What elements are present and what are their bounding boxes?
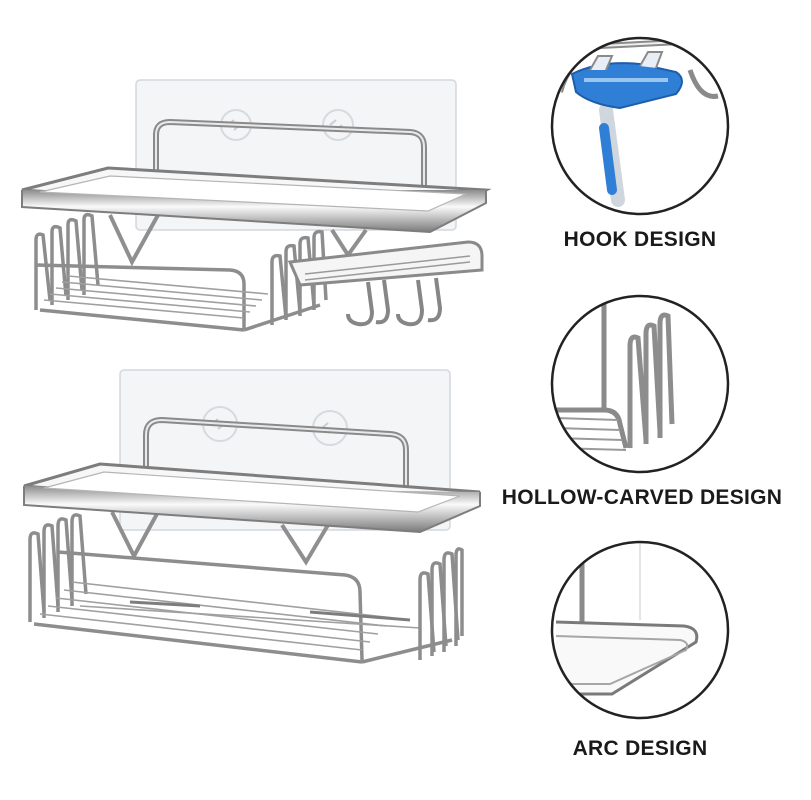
- mount-knob-icon: [322, 109, 354, 141]
- hook-detail-icon: [550, 36, 730, 216]
- hollow-carved-detail-icon: [550, 294, 730, 474]
- arc-design-label: ARC DESIGN: [572, 737, 708, 760]
- shower-caddy-basket-icon: [23, 369, 481, 664]
- shower-caddy-with-hooks-icon: [21, 79, 492, 332]
- arc-corner-detail-icon: [550, 540, 730, 720]
- hook-design-label: HOOK DESIGN: [563, 228, 717, 251]
- hollow-carved-design-label: HOLLOW-CARVED DESIGN: [501, 486, 783, 509]
